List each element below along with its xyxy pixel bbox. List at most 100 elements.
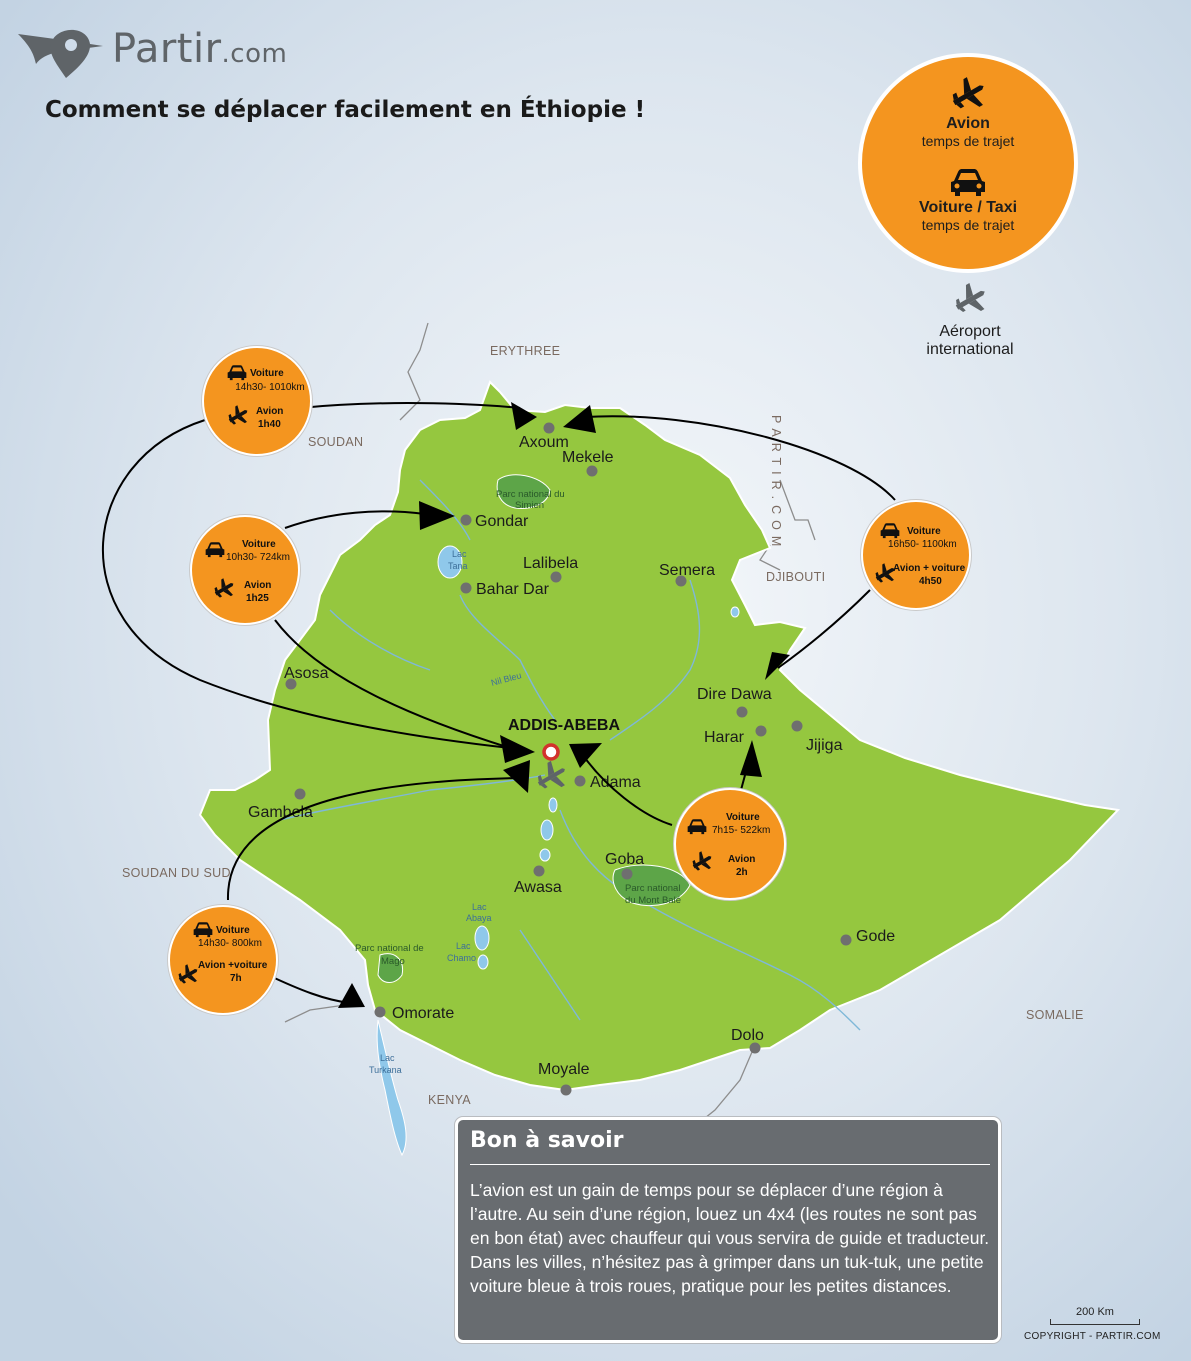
- dot-goba: [621, 868, 633, 880]
- city-bahar-dar: Bahar Dar: [476, 581, 550, 598]
- arrowhead-axoum-1: [511, 402, 537, 430]
- dot-mekele: [586, 465, 598, 477]
- plane-icon: [228, 405, 248, 425]
- route-circle-omorate: Voiture 14h30- 800km Avion +voiture 7h: [168, 905, 278, 1015]
- city-goba: Goba: [605, 851, 644, 868]
- dot-gode: [840, 934, 852, 946]
- plane-icon: [178, 964, 198, 984]
- watermark-partir: PARTIR.COM: [769, 415, 783, 552]
- legend-plane-label: Avion: [946, 115, 990, 132]
- city-lalibela: Lalibela: [523, 555, 578, 572]
- route-plane-label: Avion: [244, 580, 272, 591]
- info-title: Bon à savoir: [470, 1128, 624, 1153]
- legend-car-label: Voiture / Taxi: [918, 199, 1018, 216]
- scale-line: [1050, 1319, 1140, 1325]
- route-line-gondar-down: [274, 619, 511, 749]
- car-icon: [205, 542, 225, 558]
- plane-icon: [875, 563, 895, 583]
- label-chamo-1: Lac: [456, 941, 471, 951]
- label-abaya-2: Abaya: [466, 913, 492, 923]
- car-icon: [880, 523, 900, 539]
- route-circle-gondar: Voiture 10h30- 724km Avion 1h25: [190, 515, 300, 625]
- intl-airport-legend: Aéroport international: [900, 282, 1040, 359]
- legend-plane-sub: temps de trajet: [921, 133, 1015, 149]
- intl-airport-icon-map: [537, 760, 565, 789]
- arrowhead-dire-dawa: [765, 652, 790, 680]
- label-abaya-1: Lac: [472, 902, 487, 912]
- arrowhead-harar: [740, 740, 762, 777]
- route-circle-harar: Voiture 7h15- 522km Avion 2h: [674, 788, 786, 900]
- city-jijiga: Jijiga: [806, 737, 843, 754]
- capital-label: ADDIS-ABEBA: [508, 717, 620, 734]
- city-semera: Semera: [659, 562, 715, 579]
- dot-semera: [675, 575, 687, 587]
- car-icon: [951, 169, 985, 196]
- route-car-label: Voiture: [250, 368, 284, 379]
- car-icon: [227, 365, 247, 381]
- dot-bahar-dar: [460, 582, 472, 594]
- brand-logo-icon: [18, 29, 103, 78]
- label-tana-1: Lac: [452, 549, 467, 559]
- dot-lalibela: [550, 571, 562, 583]
- legend-car-sub: temps de trajet: [921, 217, 1015, 233]
- label-mago-1: Parc national de: [355, 943, 424, 954]
- city-gondar: Gondar: [475, 513, 529, 530]
- city-moyale: Moyale: [538, 1061, 590, 1078]
- dot-gambela: [294, 788, 306, 800]
- arrowhead-gondar: [419, 501, 455, 530]
- route-line-omorate-up: [226, 777, 521, 901]
- dot-adama: [574, 775, 586, 787]
- capital-marker: [542, 743, 560, 761]
- route-car-label: Voiture: [726, 812, 760, 823]
- dot-harar: [755, 725, 767, 737]
- label-turkana-2: Turkana: [369, 1065, 402, 1075]
- arrowhead-axoum-2: [563, 405, 596, 433]
- label-soudan: SOUDAN: [308, 435, 363, 449]
- info-box: Bon à savoir L’avion est un gain de temp…: [455, 1117, 1001, 1343]
- city-gode: Gode: [856, 928, 895, 945]
- route-line-gondar-top: [284, 510, 426, 529]
- route-car-value: 7h15- 522km: [712, 825, 771, 836]
- route-plane-value: 1h40: [258, 419, 281, 430]
- city-harar: Harar: [704, 729, 745, 746]
- city-dolo: Dolo: [731, 1027, 764, 1044]
- label-turkana-1: Lac: [380, 1053, 395, 1063]
- dot-jijiga: [791, 720, 803, 732]
- lakes: [376, 545, 740, 1157]
- ethiopia-land: [198, 380, 1121, 1092]
- city-adama: Adama: [590, 774, 641, 791]
- intl-airport-line2: international: [926, 341, 1014, 358]
- route-line-axoum-top: [299, 402, 521, 409]
- route-plane-label: Avion + voiture: [893, 563, 966, 574]
- route-plane-value: 2h: [736, 867, 748, 878]
- label-soudan-sud: SOUDAN DU SUD: [122, 866, 231, 880]
- route-car-value: 14h30- 800km: [198, 938, 262, 949]
- route-circle-djibouti: Voiture 16h50- 1100km Avion + voiture 4h…: [861, 500, 971, 610]
- label-tana-2: Tana: [448, 561, 468, 571]
- route-plane-label: Avion: [728, 854, 756, 865]
- info-text: L’avion est un gain de temps pour se dép…: [470, 1180, 990, 1296]
- city-dire-dawa: Dire Dawa: [697, 686, 772, 703]
- dot-dire-dawa: [736, 706, 748, 718]
- label-bale-2: du Mont Balé: [625, 895, 681, 906]
- page-title: Comment se déplacer facilement en Éthiop…: [45, 97, 646, 123]
- label-bale-1: Parc national: [625, 883, 680, 894]
- arrowhead-addis-right: [569, 743, 602, 768]
- scale-label: 200 Km: [1076, 1306, 1114, 1318]
- route-plane-value: 1h25: [246, 593, 269, 604]
- label-chamo-2: Chamo: [447, 953, 476, 963]
- route-plane-value: 7h: [230, 973, 242, 984]
- route-car-label: Voiture: [216, 925, 250, 936]
- city-omorate: Omorate: [392, 1005, 454, 1022]
- route-plane-value: 4h50: [919, 576, 942, 587]
- dot-asosa: [285, 678, 297, 690]
- car-icon: [193, 922, 213, 938]
- dot-awasa: [533, 865, 545, 877]
- route-plane-label: Avion +voiture: [198, 960, 268, 971]
- plane-icon: [692, 851, 712, 871]
- dot-axoum: [543, 422, 555, 434]
- route-car-label: Voiture: [242, 539, 276, 550]
- label-djibouti: DJIBOUTI: [766, 570, 825, 584]
- route-line-harar-left: [584, 757, 673, 826]
- dot-dolo: [749, 1042, 761, 1054]
